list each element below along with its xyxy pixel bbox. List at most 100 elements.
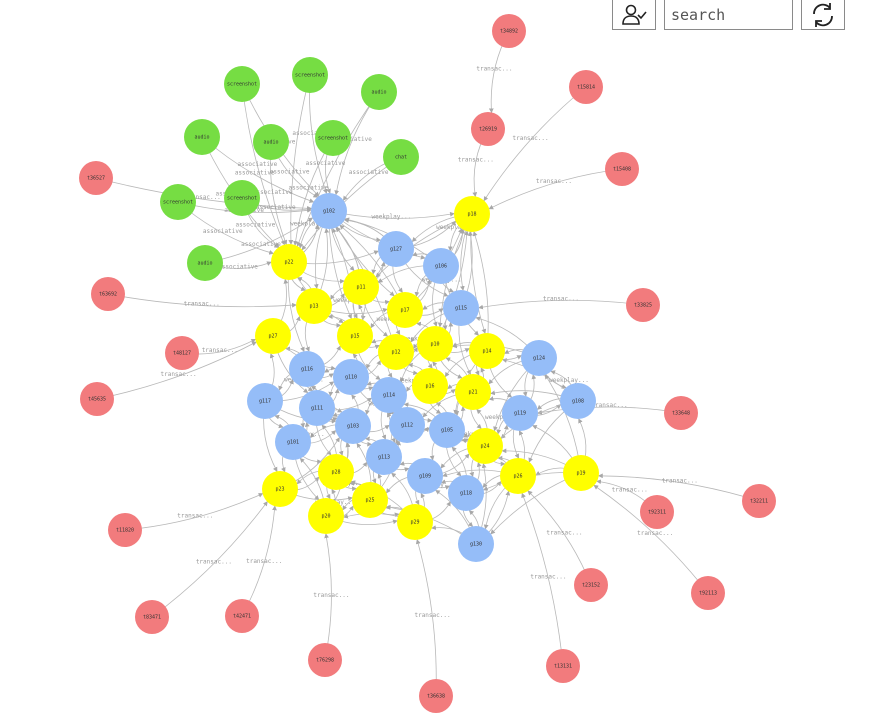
media-node-circle[interactable] (315, 120, 351, 156)
transaction-node-circle[interactable] (79, 161, 113, 195)
group-node-circle[interactable] (423, 248, 459, 284)
node-group[interactable]: g119 (502, 395, 538, 431)
node-transaction[interactable]: t76298 (308, 643, 342, 677)
transaction-node-circle[interactable] (569, 70, 603, 104)
refresh-button[interactable] (801, 0, 845, 30)
media-node-circle[interactable] (160, 184, 196, 220)
group-node-circle[interactable] (378, 231, 414, 267)
node-transaction[interactable]: t15814 (569, 70, 603, 104)
group-node-circle[interactable] (299, 390, 335, 426)
node-product[interactable]: p18 (454, 196, 490, 232)
transaction-node-circle[interactable] (225, 599, 259, 633)
node-group[interactable]: g112 (389, 407, 425, 443)
node-transaction[interactable]: t15408 (605, 152, 639, 186)
node-group[interactable]: g110 (333, 359, 369, 395)
node-product[interactable]: p16 (412, 368, 448, 404)
node-product[interactable]: p24 (467, 428, 503, 464)
node-group[interactable]: g106 (423, 248, 459, 284)
group-node-circle[interactable] (311, 193, 347, 229)
node-group[interactable]: g116 (289, 351, 325, 387)
group-node-circle[interactable] (366, 439, 402, 475)
node-product[interactable]: p10 (417, 326, 453, 362)
node-product[interactable]: p27 (255, 318, 291, 354)
product-node-circle[interactable] (352, 482, 388, 518)
transaction-node-circle[interactable] (308, 643, 342, 677)
group-node-circle[interactable] (275, 424, 311, 460)
node-media[interactable]: screenshot (315, 120, 351, 156)
node-product[interactable]: p28 (318, 454, 354, 490)
transaction-node-circle[interactable] (419, 679, 453, 713)
product-node-circle[interactable] (387, 292, 423, 328)
node-group[interactable]: g130 (458, 526, 494, 562)
node-product[interactable]: p21 (455, 374, 491, 410)
transaction-node-circle[interactable] (640, 495, 674, 529)
node-transaction[interactable]: t34892 (492, 14, 526, 48)
media-node-circle[interactable] (224, 66, 260, 102)
node-transaction[interactable]: t92113 (691, 576, 725, 610)
node-group[interactable]: g103 (335, 408, 371, 444)
group-node-circle[interactable] (247, 383, 283, 419)
node-group[interactable]: g111 (299, 390, 335, 426)
node-media[interactable]: screenshot (292, 57, 328, 93)
node-transaction[interactable]: t13131 (546, 649, 580, 683)
group-node-circle[interactable] (407, 458, 443, 494)
product-node-circle[interactable] (308, 498, 344, 534)
group-node-circle[interactable] (389, 407, 425, 443)
transaction-node-circle[interactable] (546, 649, 580, 683)
node-group[interactable]: g105 (429, 412, 465, 448)
group-node-circle[interactable] (289, 351, 325, 387)
node-product[interactable]: p19 (563, 455, 599, 491)
node-product[interactable]: p23 (262, 471, 298, 507)
node-transaction[interactable]: t63692 (91, 277, 125, 311)
node-product[interactable]: p15 (337, 318, 373, 354)
transaction-node-circle[interactable] (626, 288, 660, 322)
media-node-circle[interactable] (292, 57, 328, 93)
node-product[interactable]: p29 (397, 504, 433, 540)
group-node-circle[interactable] (448, 475, 484, 511)
node-transaction[interactable]: t45635 (80, 382, 114, 416)
node-transaction[interactable]: t26919 (471, 112, 505, 146)
group-node-circle[interactable] (333, 359, 369, 395)
node-media[interactable]: audio (187, 245, 223, 281)
product-node-circle[interactable] (469, 333, 505, 369)
transaction-node-circle[interactable] (80, 382, 114, 416)
node-product[interactable]: p17 (387, 292, 423, 328)
node-group[interactable]: g108 (560, 383, 596, 419)
node-media[interactable]: audio (184, 119, 220, 155)
node-product[interactable]: p22 (271, 244, 307, 280)
transaction-node-circle[interactable] (108, 513, 142, 547)
product-node-circle[interactable] (262, 471, 298, 507)
group-node-circle[interactable] (560, 383, 596, 419)
product-node-circle[interactable] (454, 196, 490, 232)
node-transaction[interactable]: t33825 (626, 288, 660, 322)
node-group[interactable]: g101 (275, 424, 311, 460)
node-transaction[interactable]: t23152 (574, 568, 608, 602)
transaction-node-circle[interactable] (471, 112, 505, 146)
transaction-node-circle[interactable] (605, 152, 639, 186)
product-node-circle[interactable] (397, 504, 433, 540)
node-product[interactable]: p20 (308, 498, 344, 534)
media-node-circle[interactable] (224, 180, 260, 216)
node-media[interactable]: screenshot (224, 66, 260, 102)
transaction-node-circle[interactable] (492, 14, 526, 48)
node-transaction[interactable]: t92311 (640, 495, 674, 529)
product-node-circle[interactable] (343, 269, 379, 305)
node-transaction[interactable]: t11820 (108, 513, 142, 547)
group-node-circle[interactable] (502, 395, 538, 431)
media-node-circle[interactable] (253, 124, 289, 160)
product-node-circle[interactable] (467, 428, 503, 464)
product-node-circle[interactable] (337, 318, 373, 354)
node-transaction[interactable]: t36638 (419, 679, 453, 713)
node-transaction[interactable]: t33648 (664, 396, 698, 430)
node-group[interactable]: g114 (371, 377, 407, 413)
node-transaction[interactable]: t42471 (225, 599, 259, 633)
user-filter-button[interactable] (612, 0, 656, 30)
node-group[interactable]: g109 (407, 458, 443, 494)
transaction-node-circle[interactable] (691, 576, 725, 610)
media-node-circle[interactable] (187, 245, 223, 281)
media-node-circle[interactable] (184, 119, 220, 155)
group-node-circle[interactable] (458, 526, 494, 562)
node-transaction[interactable]: t32211 (742, 484, 776, 518)
node-media[interactable]: chat (383, 139, 419, 175)
